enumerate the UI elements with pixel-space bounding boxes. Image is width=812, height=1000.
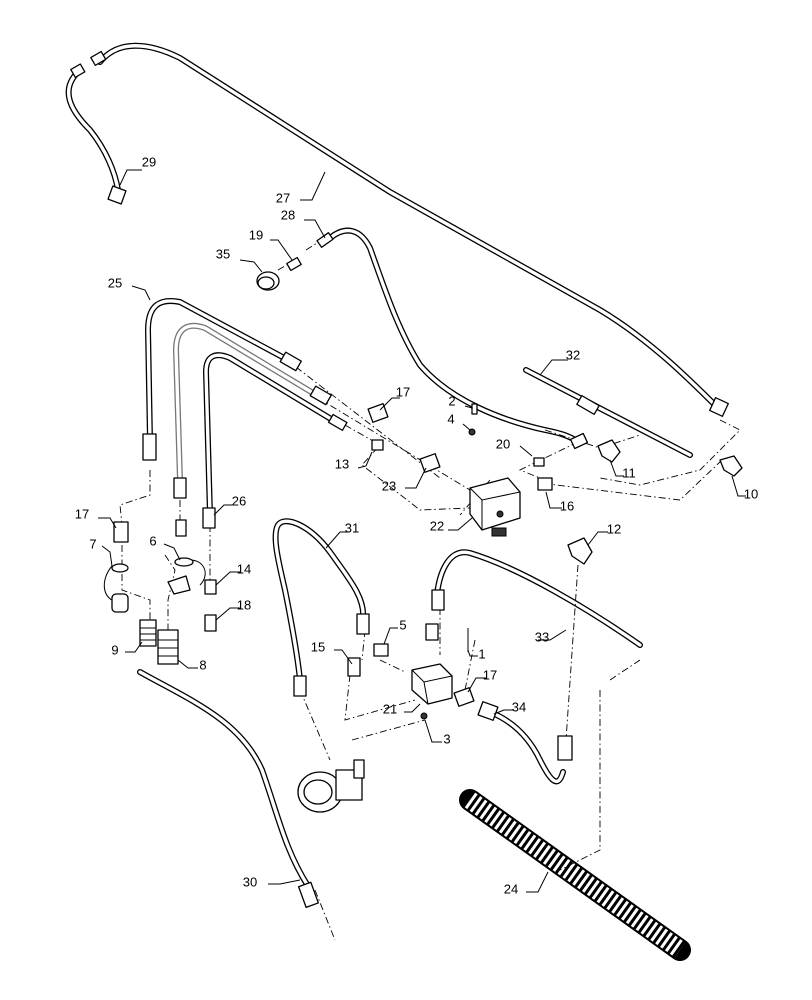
callout-c17c: 17 <box>483 667 497 682</box>
coupler-9 <box>139 619 157 647</box>
fitting-34 <box>477 701 499 721</box>
callout-c25: 25 <box>108 275 122 290</box>
washer-4 <box>468 428 476 436</box>
callout-c33: 33 <box>535 629 549 644</box>
adapter-17a <box>367 403 389 423</box>
callout-c1: 1 <box>478 646 485 661</box>
fitting-18 <box>204 614 217 632</box>
hose-33 <box>434 549 643 648</box>
callout-c20: 20 <box>496 436 510 451</box>
callout-c14: 14 <box>237 561 251 576</box>
callout-c22: 22 <box>430 518 444 533</box>
hose-25 <box>145 298 291 443</box>
callout-c11: 11 <box>622 465 636 480</box>
corrugated-sleeve-24 <box>459 789 691 961</box>
callout-c8: 8 <box>199 657 206 672</box>
fitting-16 <box>537 477 553 491</box>
callout-c13: 13 <box>335 456 349 471</box>
dust-cap-6 <box>167 557 206 595</box>
callout-c16: 16 <box>560 498 574 513</box>
callout-c30: 30 <box>243 874 257 889</box>
callout-c28: 28 <box>281 207 295 222</box>
callout-c26: 26 <box>232 493 246 508</box>
fittings <box>70 50 729 909</box>
callout-c34: 34 <box>512 699 526 714</box>
hose-28 <box>327 227 581 445</box>
callout-c24: 24 <box>504 881 518 896</box>
hose-25b <box>173 322 321 483</box>
elbow-10 <box>719 455 743 477</box>
dust-cap-7 <box>103 563 129 613</box>
callout-c7: 7 <box>89 536 96 551</box>
callout-c6: 6 <box>149 533 156 548</box>
valve-block-22 <box>469 477 521 537</box>
coupler-8 <box>157 629 179 665</box>
hydraulic-motor <box>297 759 365 813</box>
hose-26 <box>203 352 339 518</box>
hose-27 <box>97 42 721 411</box>
callout-c17b: 17 <box>75 506 89 521</box>
elbow-12 <box>567 537 593 565</box>
bolt-2 <box>471 403 478 415</box>
callout-c32: 32 <box>566 347 580 362</box>
washer-3 <box>420 712 428 720</box>
callout-c5: 5 <box>399 617 406 632</box>
cap-35 <box>256 271 280 291</box>
fitting-13 <box>371 439 384 451</box>
adapter-17c <box>453 687 475 707</box>
callout-c21: 21 <box>383 701 397 716</box>
hose-31 <box>272 518 367 683</box>
fitting-14 <box>204 579 217 595</box>
callout-c3: 3 <box>443 731 450 746</box>
adapter-17b <box>113 521 129 543</box>
callout-c29: 29 <box>142 154 156 169</box>
leader-lines <box>98 169 746 893</box>
callout-c12: 12 <box>607 521 621 536</box>
callout-c19: 19 <box>249 227 263 242</box>
callout-c10: 10 <box>744 486 758 501</box>
hose-29 <box>65 69 121 193</box>
callout-c23: 23 <box>382 478 396 493</box>
hose-34 <box>487 709 566 785</box>
callout-c2: 2 <box>448 393 455 408</box>
hose-32 <box>523 367 693 458</box>
elbow-11 <box>597 439 621 463</box>
callout-c15: 15 <box>311 639 325 654</box>
callout-c17a: 17 <box>396 384 410 399</box>
fitting-19 <box>286 256 302 272</box>
fitting-5 <box>373 643 389 657</box>
fitting-20 <box>533 457 545 467</box>
callout-c31: 31 <box>345 520 359 535</box>
callout-c27: 27 <box>276 190 290 205</box>
callout-c4: 4 <box>447 411 454 426</box>
hose-30 <box>137 669 311 889</box>
callout-labels: 1234567891011121314151617171718192021222… <box>75 154 758 896</box>
valve-block-21 <box>411 663 453 705</box>
callout-c18: 18 <box>237 597 251 612</box>
callout-c9: 9 <box>111 642 118 657</box>
adapter-23 <box>419 453 441 473</box>
callout-c35: 35 <box>216 246 230 261</box>
